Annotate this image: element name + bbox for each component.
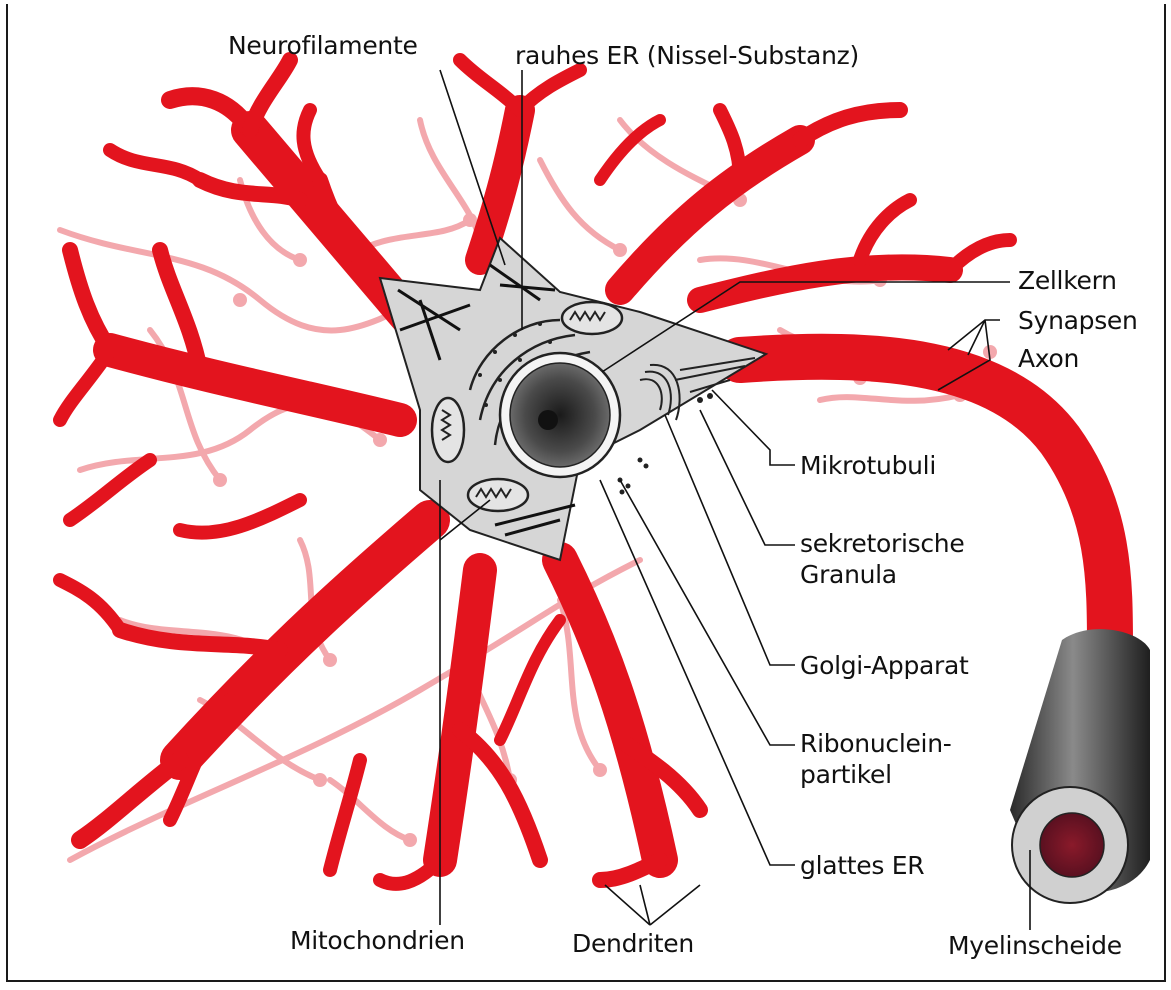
label-mikrotubuli: Mikrotubuli	[800, 450, 936, 481]
label-sekretorische-line2: Granula	[800, 559, 964, 590]
label-dendriten: Dendriten	[572, 928, 694, 959]
label-myelinscheide: Myelinscheide	[948, 930, 1122, 961]
label-ribonuclein-line2: partikel	[800, 759, 951, 790]
label-ribonuclein-line1: Ribonuclein-	[800, 728, 951, 759]
label-mitochondrien: Mitochondrien	[290, 925, 465, 956]
label-golgi-apparat: Golgi-Apparat	[800, 650, 969, 681]
label-axon: Axon	[1018, 343, 1079, 374]
label-zellkern: Zellkern	[1018, 265, 1117, 296]
label-synapsen: Synapsen	[1018, 305, 1138, 336]
label-ribonuclein-partikel: Ribonuclein- partikel	[800, 728, 951, 791]
label-rauhes-er: rauhes ER (Nissel-Substanz)	[515, 40, 859, 71]
myelin-sheath	[1010, 629, 1150, 903]
label-glattes-er: glattes ER	[800, 850, 924, 881]
label-sekretorische-granula: sekretorische Granula	[800, 528, 964, 591]
label-sekretorische-line1: sekretorische	[800, 528, 964, 559]
label-neurofilamente: Neurofilamente	[228, 30, 418, 61]
